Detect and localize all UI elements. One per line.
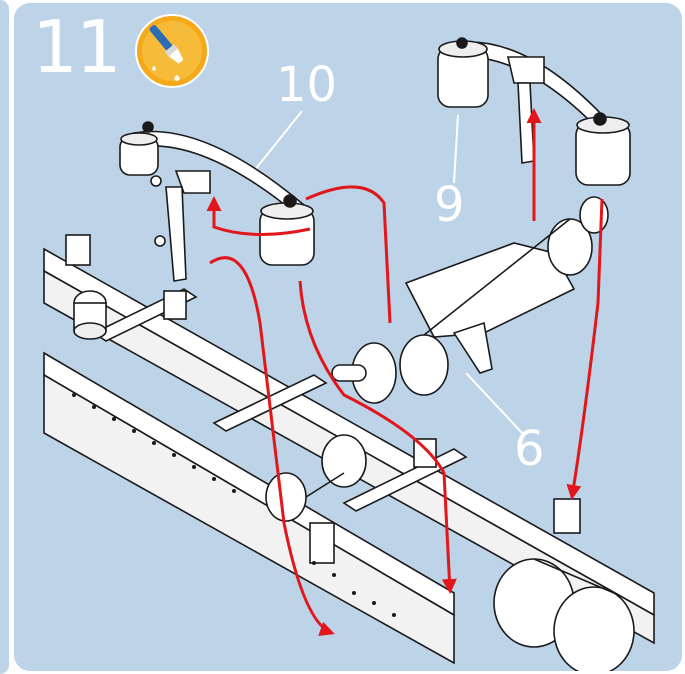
assembly-diagram xyxy=(43,37,655,671)
arrow-up-into-left-bracket xyxy=(206,196,311,236)
leader-lines xyxy=(253,110,525,436)
left-suspension-assembly xyxy=(119,121,315,282)
step-number: 11 xyxy=(32,5,122,89)
leader-line-6 xyxy=(465,372,525,436)
left-panel-edge xyxy=(0,0,9,674)
arrow-left-bracket-to-frame xyxy=(209,256,335,637)
leader-line-9 xyxy=(453,114,459,184)
glue-brush-icon xyxy=(135,14,209,88)
callout-part-6: 6 xyxy=(514,421,545,477)
right-suspension-assembly xyxy=(437,37,631,186)
arrow-link-left-to-axle xyxy=(305,185,392,324)
assembly-arrows xyxy=(206,108,604,637)
callout-part-9: 9 xyxy=(434,177,465,233)
callout-part-10: 10 xyxy=(276,57,338,113)
arrow-right-bag-to-frame xyxy=(566,198,604,500)
axle-assembly xyxy=(331,196,609,404)
leader-line-10 xyxy=(253,110,303,172)
arrow-left-bag-to-frame xyxy=(298,280,457,594)
chassis-frame xyxy=(43,234,655,671)
step-panel: 11 10 9 6 xyxy=(14,3,682,671)
